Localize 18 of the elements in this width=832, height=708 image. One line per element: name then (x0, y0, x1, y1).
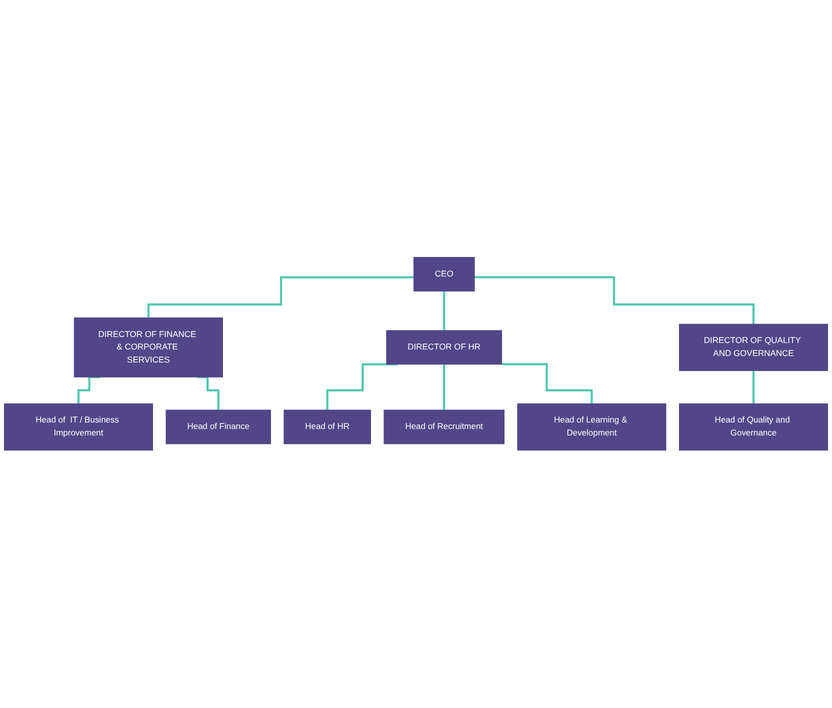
node-box: CEO (413, 257, 475, 292)
node-box: Head of IT / Business Improvement (4, 404, 154, 451)
node-box: Head of Learning & Development (517, 404, 666, 451)
connector (474, 276, 755, 326)
node-box: Head of Finance (166, 410, 271, 444)
node-box: DIRECTOR OF FINANCE & CORPORATE SERVICES (74, 318, 223, 378)
connector (752, 370, 755, 405)
node-box: DIRECTOR OF QUALITY AND GOVERNANCE (678, 324, 828, 372)
node-box: DIRECTOR OF HR (386, 330, 502, 365)
connector (147, 276, 414, 319)
node-box: Head of HR (284, 410, 371, 444)
connector (502, 363, 593, 405)
node-box: Head of Quality and Governance (678, 404, 828, 451)
connector (196, 376, 220, 412)
connector (443, 290, 446, 332)
node-box: Head of Recruitment (384, 410, 504, 444)
connector (77, 376, 100, 405)
connector (443, 364, 446, 412)
